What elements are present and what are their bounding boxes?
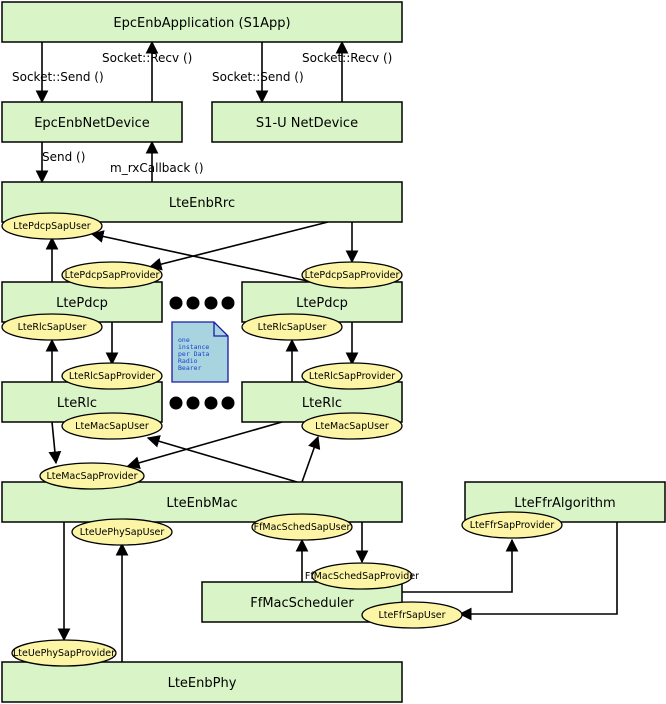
- svg-text:LteFfrSapUser: LteFfrSapUser: [378, 610, 445, 621]
- rx-callback-label: m_rxCallback (): [110, 161, 204, 175]
- arrow-mac-to-rlc-right: [301, 435, 321, 483]
- epc-enb-application-label: EpcEnbApplication (S1App): [113, 16, 290, 31]
- svg-text:LteMacSapProvider: LteMacSapProvider: [46, 471, 137, 482]
- pdcp-right-sap-provider: LtePdcpSapProvider: [301, 261, 403, 289]
- note-line-3: per Data: [178, 350, 209, 358]
- svg-text:LteFfrSapProvider: LteFfrSapProvider: [470, 520, 555, 531]
- lte-enb-mac-label: LteEnbMac: [166, 496, 237, 511]
- rlc-left-sap-provider: LteRlcSapProvider: [61, 362, 163, 390]
- lte-enb-phy-label: LteEnbPhy: [168, 676, 237, 691]
- arrow-rlc-right-to-mac: [126, 421, 283, 469]
- svg-text:LtePdcpSapUser: LtePdcpSapUser: [13, 221, 91, 232]
- lte-enb-rrc-label: LteEnbRrc: [169, 196, 235, 211]
- arrow-mac-to-rlc-left: [146, 435, 298, 483]
- lte-pdcp-left-label: LtePdcp: [56, 296, 108, 311]
- rrc-pdcp-sap-user: LtePdcpSapUser: [1, 212, 103, 240]
- svg-text:LteMacSapUser: LteMacSapUser: [315, 421, 389, 432]
- epc-enb-application-box: EpcEnbApplication (S1App): [1, 1, 403, 43]
- lte-ffr-algorithm-label: LteFfrAlgorithm: [514, 496, 615, 511]
- pdcp-right-rlc-sap-user: LteRlcSapUser: [241, 313, 343, 341]
- ellipsis-dots-rlc: [169, 396, 235, 410]
- s1u-netdevice-box: S1-U NetDevice: [211, 101, 403, 143]
- lte-pdcp-right-label: LtePdcp: [296, 296, 348, 311]
- edge-labels: Socket::Send () Socket::Recv () Socket::…: [12, 51, 392, 175]
- note-document-icon: one instance per Data Radio Bearer: [171, 321, 229, 383]
- pdcp-left-sap-provider: LtePdcpSapProvider: [61, 261, 163, 289]
- lte-rlc-left-label: LteRlc: [57, 396, 97, 411]
- svg-text:LtePdcpSapProvider: LtePdcpSapProvider: [65, 270, 160, 281]
- arrow-pdcp-right-to-rrc: [90, 230, 313, 283]
- svg-text:FfMacSchedSapProvider: FfMacSchedSapProvider: [305, 571, 419, 582]
- svg-text:LteUePhySapProvider: LteUePhySapProvider: [13, 648, 115, 659]
- ue-phy-sap-user: LteUePhySapUser: [71, 518, 173, 546]
- svg-text:LteMacSapUser: LteMacSapUser: [75, 421, 149, 432]
- note-line-2: instance: [178, 343, 209, 351]
- ff-mac-sched-sap-user: FfMacSchedSapUser: [251, 513, 353, 541]
- s1u-netdevice-label: S1-U NetDevice: [256, 116, 358, 131]
- note-line-5: Bearer: [178, 364, 202, 372]
- arrow-rrc-to-pdcp-left: [148, 221, 329, 271]
- lte-enb-phy-box: LteEnbPhy: [1, 661, 403, 703]
- ellipsis-dots-pdcp: [169, 296, 235, 310]
- svg-text:LteRlcSapUser: LteRlcSapUser: [18, 322, 87, 333]
- ff-mac-sched-sap-provider: FfMacSchedSapProvider: [305, 562, 419, 590]
- send-label: Send (): [42, 150, 85, 164]
- note-line-4: Radio: [178, 357, 198, 365]
- socket-recv-left-label: Socket::Recv (): [102, 51, 192, 65]
- svg-text:FfMacSchedSapUser: FfMacSchedSapUser: [254, 522, 351, 533]
- svg-text:LteRlcSapUser: LteRlcSapUser: [258, 322, 327, 333]
- socket-send-right-label: Socket::Send (): [212, 70, 304, 84]
- epc-enb-netdevice-box: EpcEnbNetDevice: [1, 101, 183, 143]
- ffr-sap-user: LteFfrSapUser: [361, 601, 463, 629]
- rlc-right-sap-provider: LteRlcSapProvider: [301, 362, 403, 390]
- socket-send-left-label: Socket::Send (): [12, 70, 104, 84]
- lte-rlc-right-label: LteRlc: [302, 396, 342, 411]
- socket-recv-right-label: Socket::Recv (): [302, 51, 392, 65]
- lte-enb-mac-box: LteEnbMac: [1, 481, 403, 523]
- svg-text:LtePdcpSapProvider: LtePdcpSapProvider: [305, 270, 400, 281]
- mac-sap-provider: LteMacSapProvider: [39, 462, 145, 490]
- epc-enb-netdevice-label: EpcEnbNetDevice: [34, 116, 150, 131]
- arrow-rlc-left-to-mac: [48, 421, 62, 465]
- note-line-1: one: [178, 336, 190, 344]
- connection-arrows: [35, 40, 618, 662]
- rlc-left-mac-sap-user: LteMacSapUser: [61, 412, 163, 440]
- arrow-scheduler-to-ffr: [402, 538, 519, 593]
- sap-ellipses: LtePdcpSapUser LtePdcpSapProvider LtePdc…: [1, 212, 563, 667]
- ffr-sap-provider: LteFfrSapProvider: [461, 511, 563, 539]
- svg-text:LteRlcSapProvider: LteRlcSapProvider: [69, 371, 155, 382]
- svg-text:LteUePhySapUser: LteUePhySapUser: [80, 527, 165, 538]
- arrow-ffr-to-scheduler: [458, 522, 618, 621]
- svg-text:LteRlcSapProvider: LteRlcSapProvider: [309, 371, 395, 382]
- ue-phy-sap-provider: LteUePhySapProvider: [11, 639, 117, 667]
- ff-mac-scheduler-label: FfMacScheduler: [250, 596, 354, 611]
- rlc-right-mac-sap-user: LteMacSapUser: [301, 412, 403, 440]
- pdcp-left-rlc-sap-user: LteRlcSapUser: [1, 313, 103, 341]
